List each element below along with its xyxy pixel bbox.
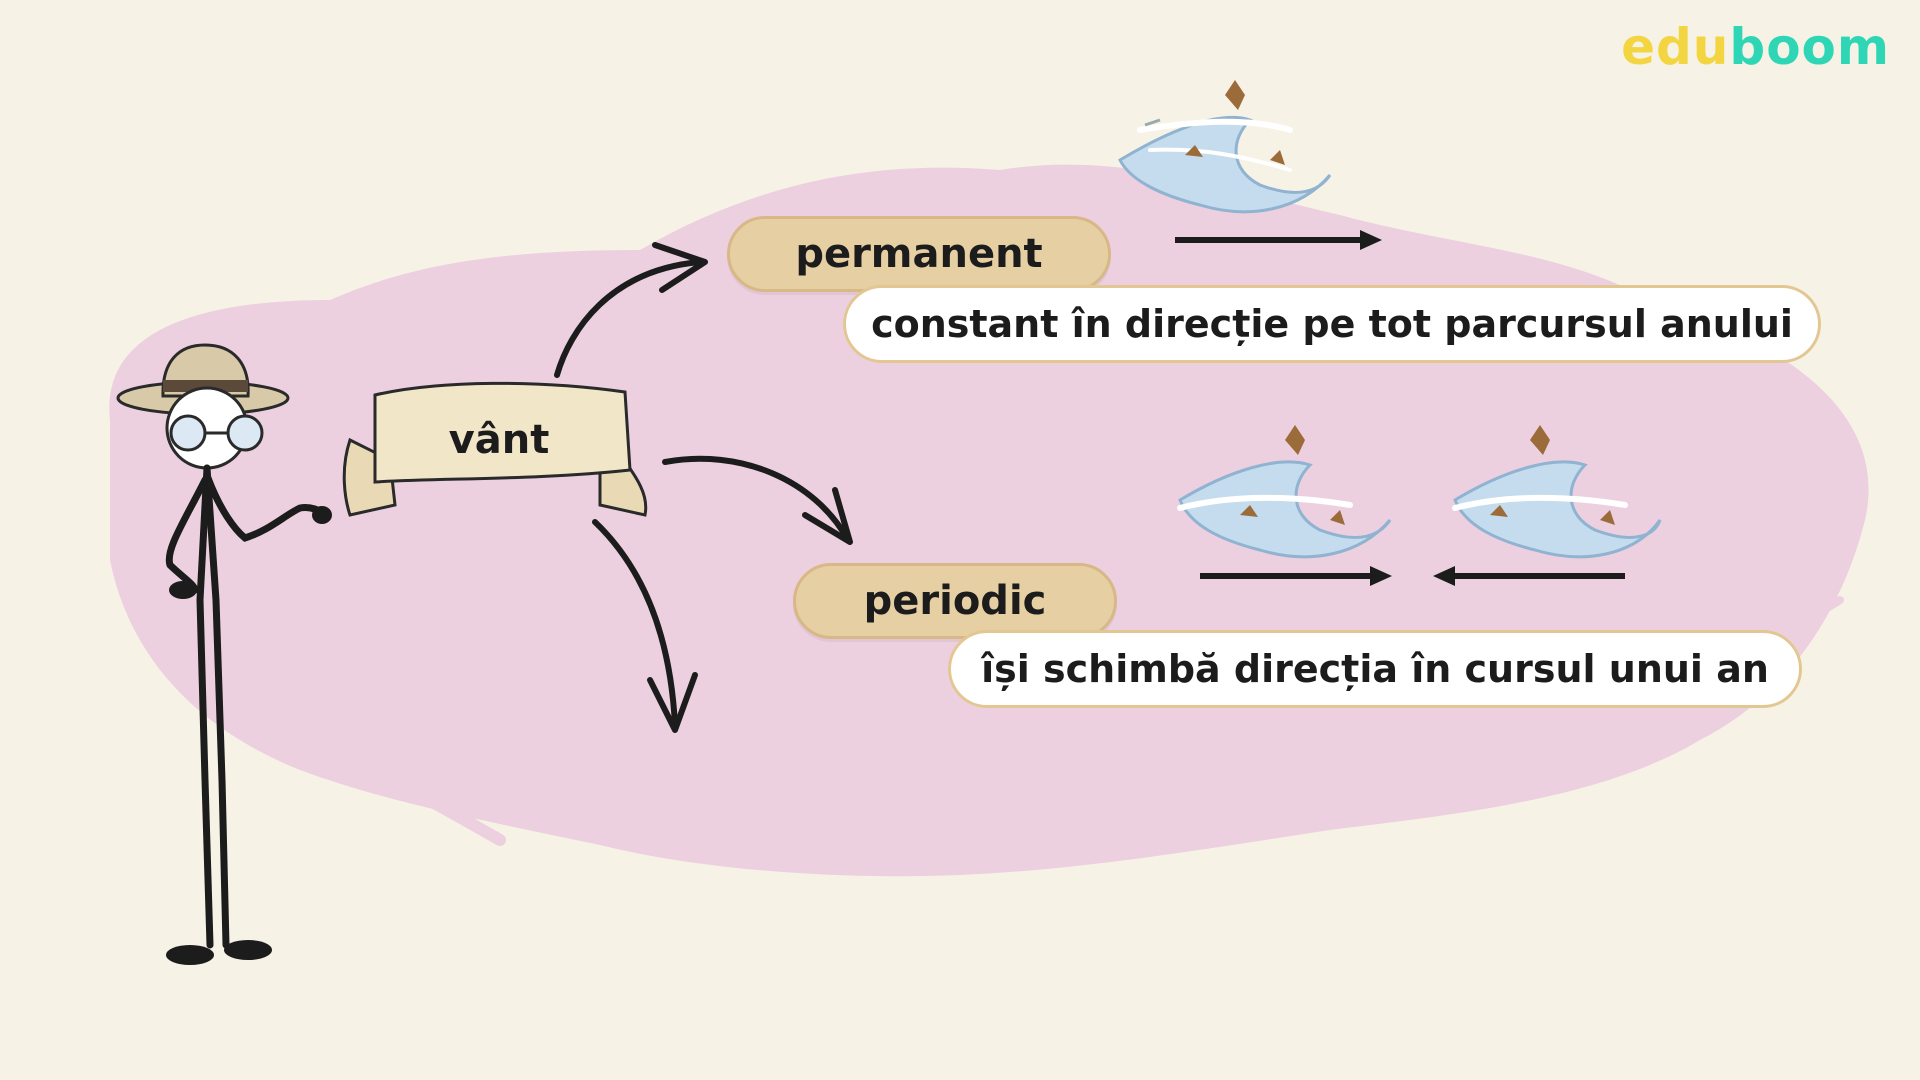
arrow-right-periodic (1200, 566, 1392, 586)
branch-label-permanent: permanent (727, 216, 1111, 292)
wind-icon-periodic-left (1177, 425, 1392, 559)
wind-icon-permanent (1118, 80, 1332, 214)
arrow-right-permanent (1175, 230, 1382, 250)
logo-part-edu: edu (1621, 18, 1730, 76)
root-label: vânt (448, 417, 550, 463)
branch-label-periodic: periodic (793, 563, 1117, 639)
branch-description-periodic: își schimbă direcția în cursul unui an (948, 630, 1802, 708)
eduboom-logo: eduboom (1621, 18, 1890, 76)
logo-part-boom: boom (1729, 18, 1890, 76)
arrow-left-periodic (1433, 566, 1625, 586)
branch-description-permanent: constant în direcție pe tot parcursul an… (843, 285, 1821, 363)
wind-icon-periodic-right (1452, 425, 1662, 559)
